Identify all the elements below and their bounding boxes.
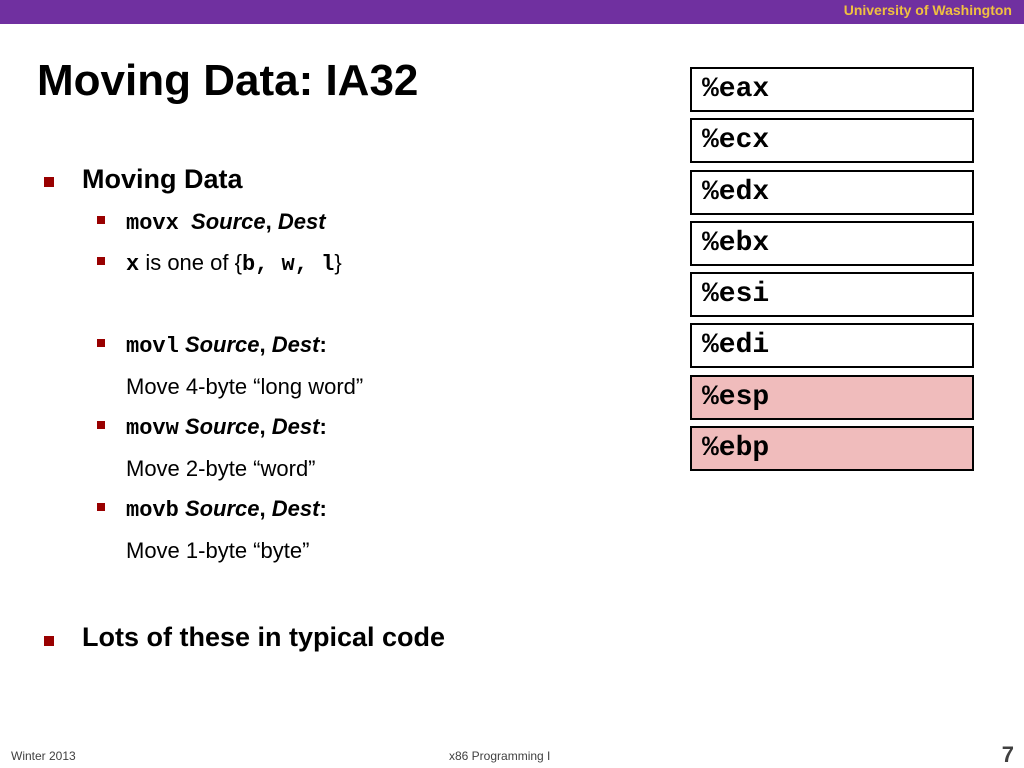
register-esi: %esi xyxy=(690,272,974,318)
dest-label: Dest xyxy=(271,496,320,521)
source-label: Source xyxy=(184,414,260,439)
suffix-text: is one of { xyxy=(139,250,242,275)
header-bar: University of Washington xyxy=(0,0,1024,24)
colon: : xyxy=(319,414,327,439)
comma: , xyxy=(259,332,266,357)
comma: , xyxy=(259,496,266,521)
desc-movb: Move 1-byte “byte” xyxy=(126,538,310,563)
suffix-end: } xyxy=(334,250,342,275)
register-ecx: %ecx xyxy=(690,118,974,164)
bullet-movb: movb Source, Dest: xyxy=(126,496,327,523)
desc-movw: Move 2-byte “word” xyxy=(126,456,316,481)
page-number: 7 xyxy=(1001,742,1014,767)
bullet-square-icon xyxy=(44,636,54,646)
register-ebp: %ebp xyxy=(690,426,974,472)
register-stack: %eax %ecx %edx %ebx %esi %edi %esp %ebp xyxy=(690,67,974,477)
footer-term: Winter 2013 xyxy=(11,749,76,763)
register-esp: %esp xyxy=(690,374,974,420)
suffix-set: b, w, l xyxy=(241,252,335,277)
bullet-square-icon xyxy=(97,216,105,224)
register-ebx: %ebx xyxy=(690,220,974,266)
source-label: Source xyxy=(184,332,260,357)
register-eax: %eax xyxy=(690,67,974,112)
instr-movb: movb xyxy=(126,498,179,523)
dest-label: Dest xyxy=(271,332,320,357)
institution-name: University of Washington xyxy=(843,2,1012,18)
comma: , xyxy=(265,209,272,234)
bullet-square-icon xyxy=(97,421,105,429)
bullet-movl: movl Source, Dest: xyxy=(126,332,327,359)
colon: : xyxy=(319,496,327,521)
bullet-square-icon xyxy=(97,257,105,265)
bullet-lots: Lots of these in typical code xyxy=(82,622,446,652)
register-edi: %edi xyxy=(690,323,974,369)
instr-movx: movx xyxy=(126,211,179,236)
colon: : xyxy=(319,332,327,357)
source-label: Source xyxy=(191,209,266,234)
desc-movl: Move 4-byte “long word” xyxy=(126,374,364,399)
slide-title: Moving Data: IA32 xyxy=(37,56,419,105)
bullet-square-icon xyxy=(97,503,105,511)
instr-movl: movl xyxy=(126,334,179,359)
instr-movw: movw xyxy=(126,416,179,441)
source-label: Source xyxy=(184,496,260,521)
dest-label: Dest xyxy=(271,414,320,439)
bullet-movw: movw Source, Dest: xyxy=(126,414,327,441)
suffix-x: x xyxy=(126,252,140,277)
bullet-x-suffix: x is one of {b, w, l} xyxy=(126,250,342,277)
bullet-movx: movx Source, Dest xyxy=(126,209,326,236)
dest-label: Dest xyxy=(277,209,326,234)
bullet-square-icon xyxy=(44,177,54,187)
comma: , xyxy=(259,414,266,439)
bullet-square-icon xyxy=(97,339,105,347)
bullet-moving-data: Moving Data xyxy=(82,164,243,194)
footer-course: x86 Programming I xyxy=(449,749,551,763)
register-edx: %edx xyxy=(690,169,974,215)
